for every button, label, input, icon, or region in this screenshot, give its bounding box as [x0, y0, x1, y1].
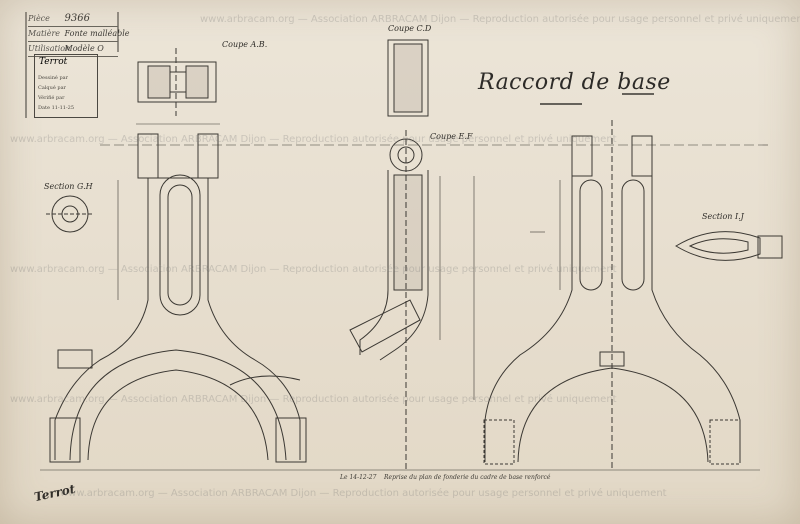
footnote-text: Reprise du plan de fonderie du cadre de … — [384, 474, 551, 481]
title-block: Pièce 9366 Matière Fonte malléable Utili… — [28, 12, 130, 57]
material-row: Matière Fonte malléable — [28, 27, 130, 42]
coupe-ef-label: Coupe E.F — [430, 132, 473, 141]
usage-row: Utilisation Modèle O — [28, 42, 118, 57]
drawing-title: Raccord de base — [478, 70, 671, 95]
watermark: www.arbracam.org — Association ARBRACAM … — [10, 394, 617, 405]
date-value: 11-11-25 — [51, 105, 75, 111]
section-gh-label: Section G.H — [44, 182, 93, 191]
coupe-cd-label: Coupe C.D — [388, 24, 432, 33]
coupe-ab-label: Coupe A.B. — [222, 40, 268, 49]
watermark: www.arbracam.org — Association ARBRACAM … — [200, 14, 800, 25]
brand-name: Terrot — [39, 57, 68, 67]
checked-label: Calqué par — [38, 85, 66, 91]
watermark: www.arbracam.org — Association ARBRACAM … — [10, 134, 617, 145]
verified-label: Vérifié par — [38, 95, 65, 101]
watermark: www.arbracam.org — Association ARBRACAM … — [60, 488, 667, 499]
maker-stamp: Terrot Dessiné par Calqué par Vérifié pa… — [34, 54, 98, 118]
material-value: Fonte malléable — [64, 29, 130, 38]
watermark: www.arbracam.org — Association ARBRACAM … — [10, 264, 617, 275]
drawn-label: Dessiné par — [38, 75, 69, 81]
section-ij-label: Section I.J — [702, 212, 744, 221]
usage-label: Utilisation — [28, 44, 71, 53]
piece-row: Pièce 9366 — [28, 12, 118, 27]
piece-label: Pièce — [28, 14, 50, 23]
piece-value: 9366 — [64, 13, 90, 24]
usage-value: Modèle O — [64, 44, 104, 53]
material-label: Matière — [28, 29, 61, 38]
date-label: Date 11-11-25 — [38, 105, 75, 111]
footnote-date: Le 14-12-27 — [340, 474, 377, 481]
